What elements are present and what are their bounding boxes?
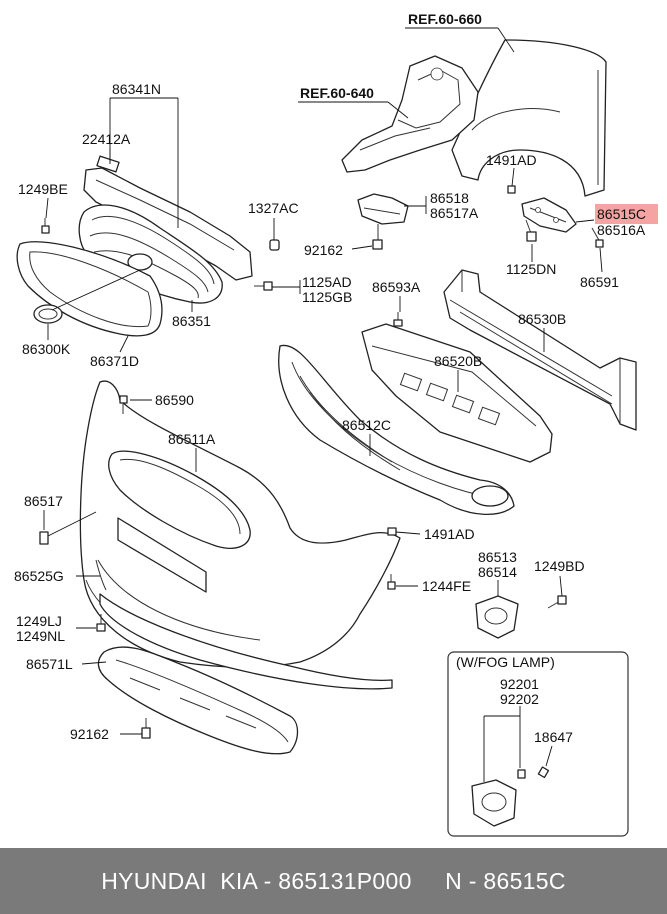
- wheel-housing-part: [341, 55, 479, 173]
- label-86518: 86518: [430, 190, 469, 206]
- bumper-beam-part: [443, 269, 637, 431]
- label-86571L: 86571L: [26, 656, 73, 672]
- bolt-92162-lower: [141, 718, 151, 739]
- highlight-86515C: [595, 204, 658, 224]
- label-ref-60-640: REF.60-640: [300, 85, 374, 101]
- label-86341N: 86341N: [112, 81, 161, 97]
- bracket-86515C-part: [521, 197, 577, 233]
- radiator-grille-part: [78, 204, 223, 304]
- label-1125DN: 1125DN: [506, 261, 556, 277]
- label-86351: 86351: [172, 313, 211, 329]
- label-86516A: 86516A: [597, 222, 646, 238]
- label-86530B: 86530B: [518, 311, 566, 327]
- label-86512C: 86512C: [342, 417, 391, 433]
- screw-1125DN: [525, 219, 537, 242]
- label-86513: 86513: [478, 549, 517, 565]
- label-86517: 86517: [24, 493, 63, 509]
- label-1249LJ: 1249LJ: [16, 613, 62, 629]
- parts-diagram: REF.60-660 REF.60-640 86341N 22412A 1249…: [14, 11, 658, 837]
- label-92201: 92201: [500, 676, 539, 692]
- fog-bracket-86513-part: [475, 595, 519, 639]
- label-1125GB: 1125GB: [302, 289, 352, 305]
- bolt-1249BE: [41, 218, 50, 234]
- label-1249BD: 1249BD: [534, 558, 585, 574]
- bolt-1244FE: [387, 574, 396, 590]
- label-86520B: 86520B: [434, 353, 482, 369]
- footer-part-numbers: HYUNDAI KIA - 865131P000 N - 86515C: [101, 867, 566, 894]
- clip-1327AC: [269, 239, 280, 251]
- fender-part: [451, 39, 607, 197]
- bumper-cover-part: [79, 380, 401, 668]
- fog-lamp-inset: [447, 651, 629, 837]
- label-18647: 18647: [534, 729, 573, 745]
- label-1491AD-upper: 1491AD: [486, 152, 537, 168]
- lower-grille-part: [278, 344, 515, 515]
- screw-86590: [119, 395, 128, 414]
- label-86371D: 86371D: [90, 353, 139, 369]
- label-86517A: 86517A: [430, 205, 479, 221]
- label-fog-lamp-title: (W/FOG LAMP): [456, 654, 555, 670]
- clip-86517: [39, 531, 49, 545]
- footer-bar: HYUNDAI KIA - 865131P000 N - 86515C: [0, 848, 667, 914]
- label-86515C: 86515C: [597, 206, 646, 222]
- label-1125AD: 1125AD: [302, 274, 352, 290]
- grille-frame-part: [16, 241, 163, 337]
- label-92202: 92202: [500, 691, 539, 707]
- energy-absorber-part: [361, 323, 553, 463]
- bumper-side-bracket-part: [357, 193, 409, 250]
- label-ref-60-660: REF.60-660: [408, 11, 482, 27]
- label-1491AD-lower: 1491AD: [424, 526, 475, 542]
- label-1249BE: 1249BE: [18, 181, 68, 197]
- label-86591: 86591: [580, 274, 619, 290]
- label-1327AC: 1327AC: [248, 200, 299, 216]
- label-92162-upper: 92162: [304, 242, 343, 258]
- clip-1491AD-lower: [387, 527, 397, 536]
- bolt-1249BD: [547, 595, 567, 609]
- molding-86525G-part: [95, 559, 107, 591]
- label-86590: 86590: [155, 392, 194, 408]
- screw-86591: [591, 227, 604, 248]
- label-22412A: 22412A: [82, 131, 131, 147]
- label-1249NL: 1249NL: [16, 628, 65, 644]
- clip-1491AD-upper: [507, 185, 516, 194]
- label-86514: 86514: [478, 564, 517, 580]
- lower-lip-strip-part: [99, 593, 393, 690]
- under-cover-part: [97, 646, 299, 755]
- label-86511A: 86511A: [168, 431, 216, 447]
- label-86593A: 86593A: [372, 279, 421, 295]
- leader-lines: [43, 27, 603, 782]
- clip-86593A: [393, 312, 403, 327]
- label-86525G: 86525G: [14, 568, 64, 584]
- screw-1125AD: [254, 281, 273, 291]
- label-92162-lower: 92162: [70, 726, 109, 742]
- bolt-1249LJ: [96, 614, 106, 632]
- label-86300K: 86300K: [22, 341, 71, 357]
- label-1244FE: 1244FE: [422, 578, 471, 594]
